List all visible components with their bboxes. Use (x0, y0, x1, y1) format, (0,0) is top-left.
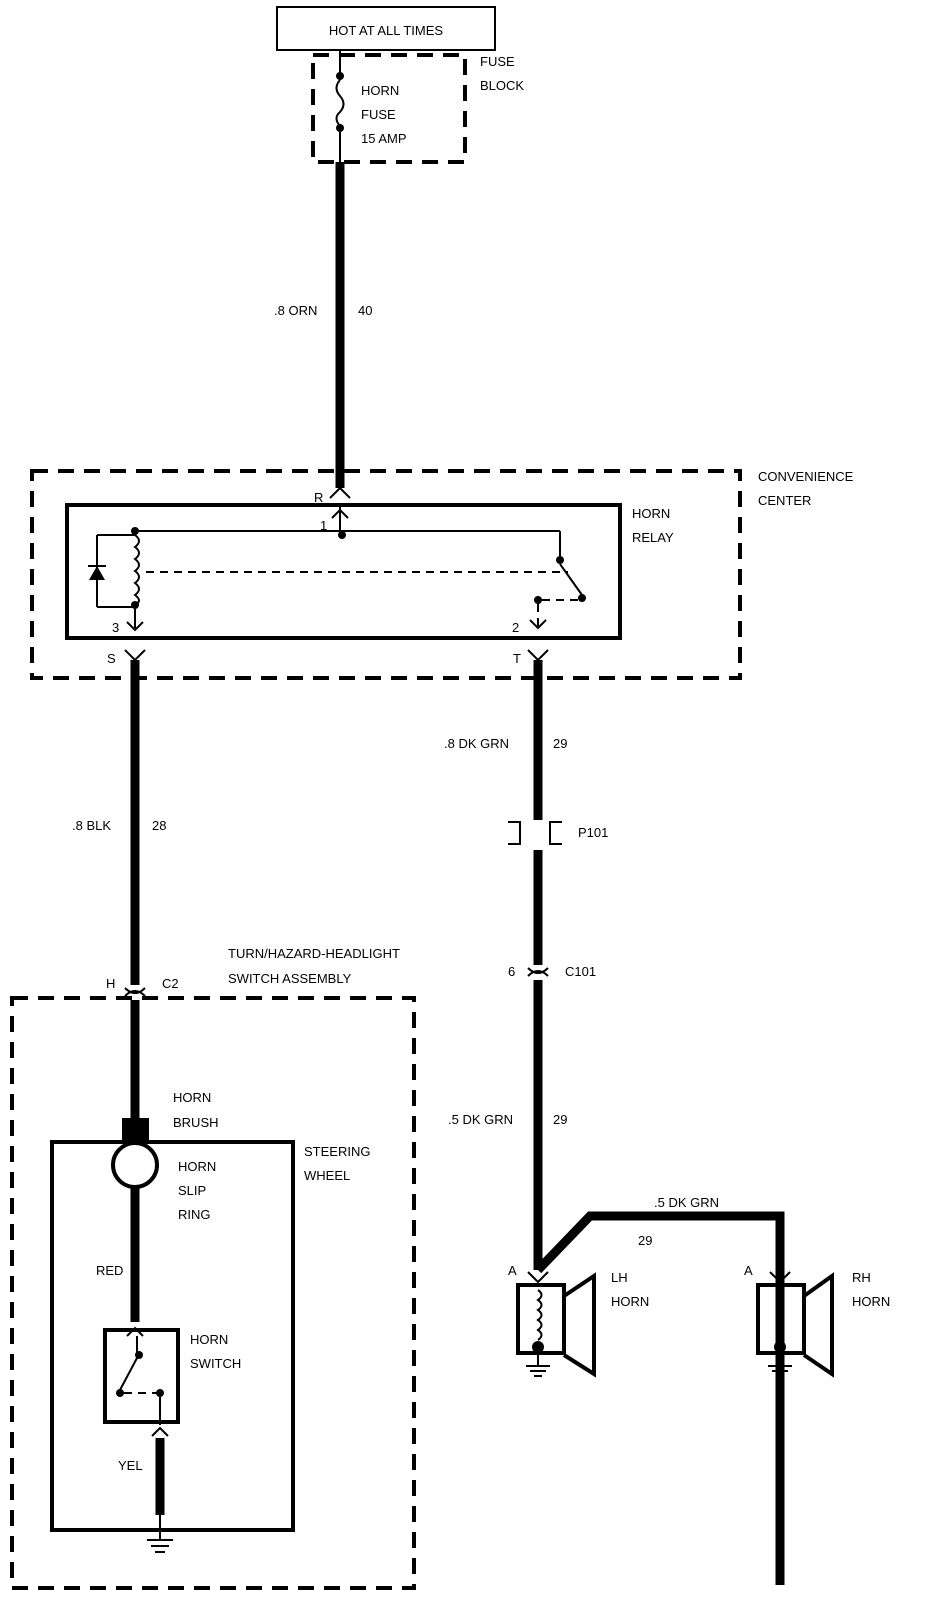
switch-assembly-label-2: SWITCH ASSEMBLY (228, 971, 352, 986)
relay-contact-arm (559, 563, 583, 596)
wire-dkgrn-lower-gauge: .5 DK GRN (448, 1112, 513, 1127)
lh-horn: A LH HORN (508, 1263, 649, 1378)
terminal-r: R (314, 490, 323, 505)
connector-c2: C2 (162, 976, 179, 991)
lh-horn-label-1: LH (611, 1270, 628, 1285)
horn-brush-icon (122, 1118, 149, 1142)
rh-horn-label-2: HORN (852, 1294, 890, 1309)
horn-switch-label-1: HORN (190, 1332, 228, 1347)
fuse-block-label-2: BLOCK (480, 78, 524, 93)
pin-3: 3 (112, 620, 119, 635)
relay-coil-icon (133, 534, 140, 606)
terminal-t: T (513, 651, 521, 666)
wire-top-gauge: .8 ORN (274, 303, 317, 318)
convenience-center-label-1: CONVENIENCE (758, 469, 854, 484)
convenience-center: CONVENIENCE CENTER (30, 469, 854, 680)
terminals-s-t: S T (107, 649, 549, 666)
fuse-block: FUSE BLOCK HORN FUSE 15 AMP (311, 50, 524, 164)
wire-yel-label: YEL (118, 1458, 143, 1473)
connector-c101: 6 C101 (508, 964, 596, 979)
wire-top-circuit: 40 (358, 303, 372, 318)
horn-slip-ring-label-2: SLIP (178, 1183, 206, 1198)
power-source-label: HOT AT ALL TIMES (329, 23, 443, 38)
wire-blk-circuit: 28 (152, 818, 166, 833)
connector-p101: P101 (508, 821, 608, 965)
switch-assembly: TURN/HAZARD-HEADLIGHT SWITCH ASSEMBLY H … (10, 946, 416, 1590)
fuse-block-label-1: FUSE (480, 54, 515, 69)
rh-horn-label-1: RH (852, 1270, 871, 1285)
switch-assembly-label-1: TURN/HAZARD-HEADLIGHT (228, 946, 400, 961)
horn-switch-contact (119, 1357, 138, 1391)
convenience-center-label-2: CENTER (758, 493, 811, 508)
rh-horn-icon (802, 1272, 834, 1378)
horn-fuse-label-2: FUSE (361, 107, 396, 122)
steering-wheel: STEERING WHEEL HORN SLIP RING RED HORN S… (50, 1140, 370, 1553)
horn-brush-label-1: HORN (173, 1090, 211, 1105)
wire-branch-gauge: .5 DK GRN (654, 1195, 719, 1210)
horn-slip-ring-label-1: HORN (178, 1159, 216, 1174)
horn-brush-label-2: BRUSH (173, 1115, 219, 1130)
wire-dkgrn-upper-gauge: .8 DK GRN (444, 736, 509, 751)
lh-horn-label-2: HORN (611, 1294, 649, 1309)
rh-horn: A RH HORN (744, 1263, 890, 1378)
rh-horn-terminal: A (744, 1263, 753, 1278)
wire-blk-gauge: .8 BLK (72, 818, 111, 833)
fuse-element-icon (335, 79, 345, 127)
wire-dkgrn-upper: .8 DK GRN 29 (444, 660, 567, 820)
horn-slip-ring-icon (111, 1141, 159, 1189)
lh-horn-terminal: A (508, 1263, 517, 1278)
steering-wheel-label-2: WHEEL (304, 1168, 350, 1183)
horn-relay-label-1: HORN (632, 506, 670, 521)
wire-red-label: RED (96, 1263, 123, 1278)
horn-relay-label-2: RELAY (632, 530, 674, 545)
wire-dkgrn-lower: .5 DK GRN 29 .5 DK GRN 29 (448, 980, 785, 1585)
c101-label: C101 (565, 964, 596, 979)
wire-dkgrn-lower-circuit: 29 (553, 1112, 567, 1127)
horn-fuse-label-1: HORN (361, 83, 399, 98)
wire-orn-40: .8 ORN 40 (274, 162, 372, 488)
lh-horn-icon (562, 1272, 596, 1378)
pin-1: 1 (320, 518, 327, 533)
c101-pin: 6 (508, 964, 515, 979)
steering-wheel-label-1: STEERING (304, 1144, 370, 1159)
p101-label: P101 (578, 825, 608, 840)
diode-icon (89, 566, 105, 580)
horn-fuse-label-3: 15 AMP (361, 131, 407, 146)
wire-dkgrn-upper-circuit: 29 (553, 736, 567, 751)
wire-blk-28: .8 BLK 28 (72, 660, 166, 985)
terminal-s: S (107, 651, 116, 666)
horn-slip-ring-label-3: RING (178, 1207, 211, 1222)
wire-branch-circuit: 29 (638, 1233, 652, 1248)
horn-switch-label-2: SWITCH (190, 1356, 241, 1371)
pin-2: 2 (512, 620, 519, 635)
horn-relay: HORN RELAY R 1 2 3 (65, 486, 674, 640)
terminal-h: H (106, 976, 115, 991)
power-source: HOT AT ALL TIMES (276, 6, 496, 51)
